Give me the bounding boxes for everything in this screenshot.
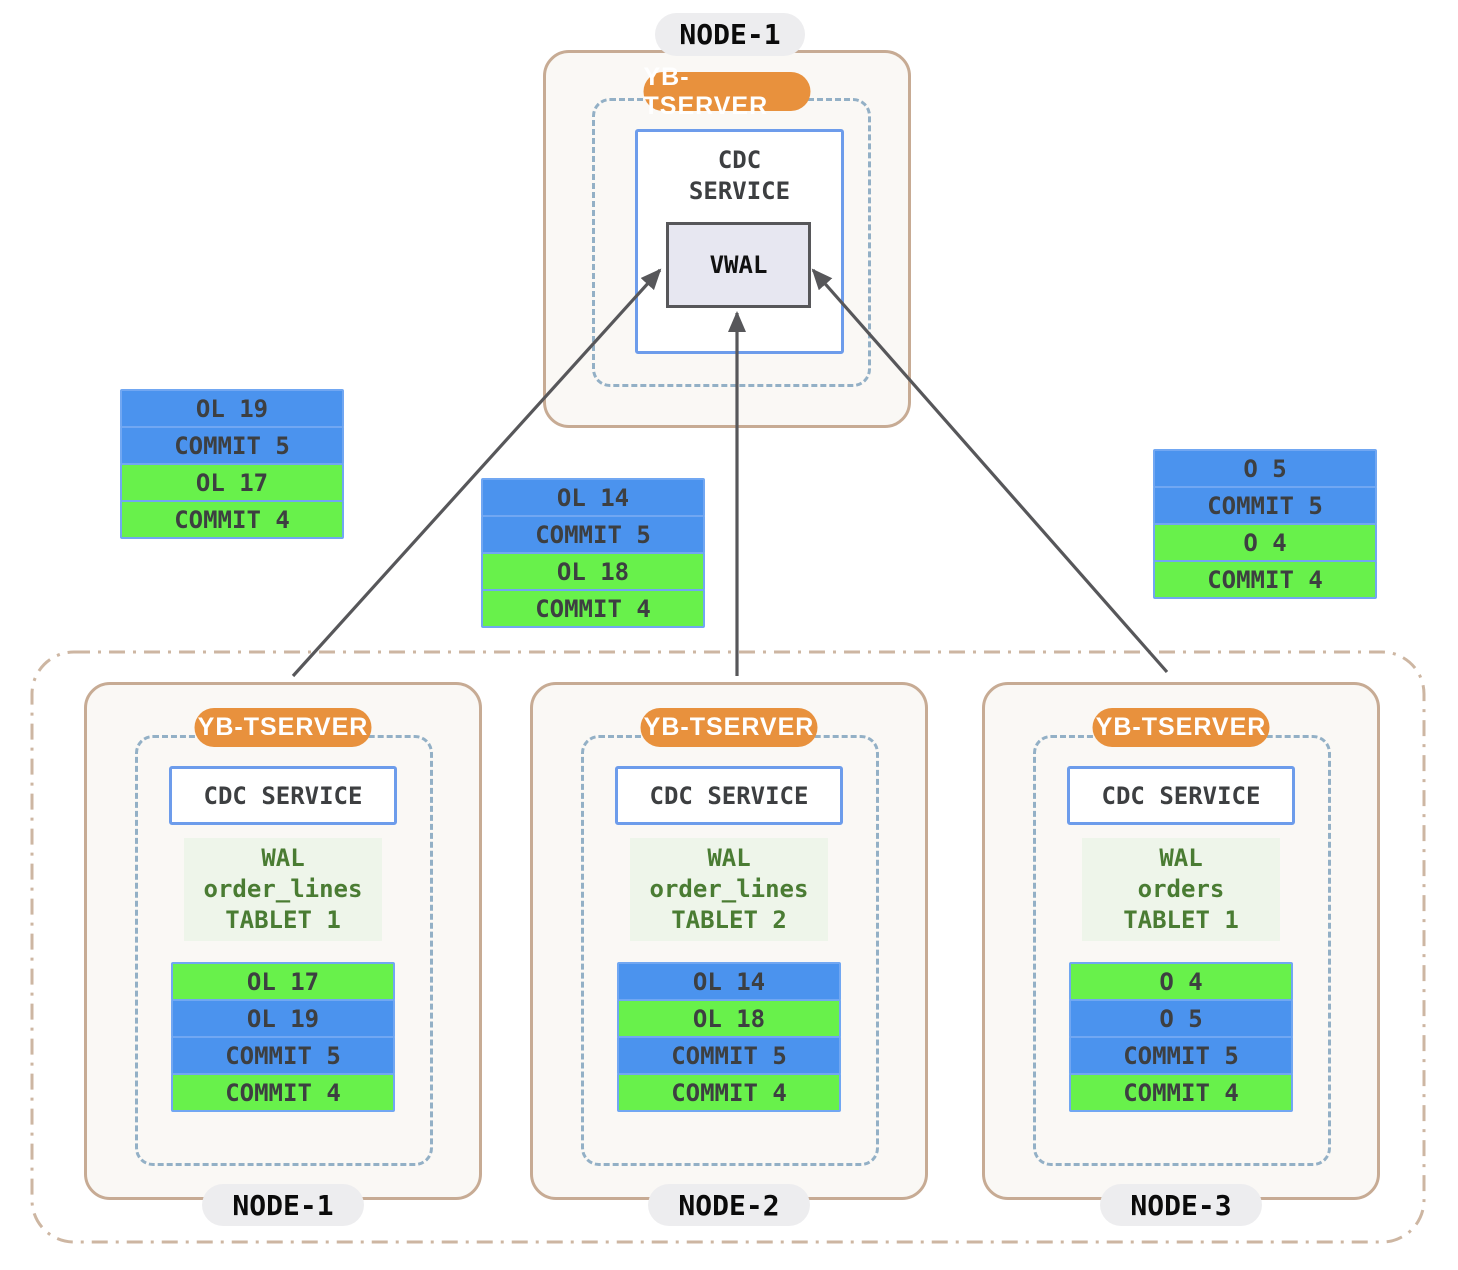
floating-stack-middle: OL 14 COMMIT 5 OL 18 COMMIT 4 xyxy=(481,478,705,628)
record-row: COMMIT 4 xyxy=(171,1073,395,1112)
node3-yb-tserver-badge: YB-TSERVER xyxy=(1092,708,1270,747)
wal-line: order_lines xyxy=(649,875,809,903)
record-row: COMMIT 5 xyxy=(1153,486,1377,525)
cdc-label-line2: SERVICE xyxy=(688,177,791,205)
record-row: OL 17 xyxy=(171,962,395,1001)
node1-wal-tablet-box: WAL order_lines TABLET 1 xyxy=(184,838,382,941)
floating-stack-left: OL 19 COMMIT 5 OL 17 COMMIT 4 xyxy=(120,389,344,539)
node1-cdc-service-box: CDC SERVICE xyxy=(169,766,397,825)
wal-line: order_lines xyxy=(203,875,363,903)
node2-cdc-service-box: CDC SERVICE xyxy=(615,766,843,825)
node3-label: NODE-3 xyxy=(1100,1184,1262,1226)
record-row: OL 18 xyxy=(617,999,841,1038)
record-row: O 4 xyxy=(1153,523,1377,562)
record-row: OL 19 xyxy=(120,389,344,428)
node3-wal-tablet-box: WAL orders TABLET 1 xyxy=(1082,838,1280,941)
record-row: COMMIT 5 xyxy=(1069,1036,1293,1075)
cluster-node-3-box: YB-TSERVER CDC SERVICE WAL orders TABLET… xyxy=(982,682,1380,1226)
top-node-label: NODE-1 xyxy=(655,13,805,56)
node1-record-stack: OL 17 OL 19 COMMIT 5 COMMIT 4 xyxy=(171,962,395,1112)
wal-line: WAL xyxy=(707,844,751,872)
record-row: COMMIT 5 xyxy=(481,515,705,554)
record-row: O 5 xyxy=(1069,999,1293,1038)
record-row: O 5 xyxy=(1153,449,1377,488)
record-row: OL 18 xyxy=(481,552,705,591)
node2-yb-tserver-badge: YB-TSERVER xyxy=(640,708,818,747)
wal-line: WAL xyxy=(261,844,305,872)
top-cdc-service-box: CDC SERVICE VWAL xyxy=(635,129,844,354)
record-row: COMMIT 4 xyxy=(617,1073,841,1112)
record-row: OL 17 xyxy=(120,463,344,502)
record-row: O 4 xyxy=(1069,962,1293,1001)
node3-record-stack: O 4 O 5 COMMIT 5 COMMIT 4 xyxy=(1069,962,1293,1112)
vwal-box: VWAL xyxy=(666,222,811,308)
node2-wal-tablet-box: WAL order_lines TABLET 2 xyxy=(630,838,828,941)
record-row: COMMIT 4 xyxy=(1153,560,1377,599)
top-node-box: YB-TSERVER CDC SERVICE VWAL xyxy=(543,50,911,428)
record-row: OL 19 xyxy=(171,999,395,1038)
wal-line: orders xyxy=(1137,875,1225,903)
floating-stack-right: O 5 COMMIT 5 O 4 COMMIT 4 xyxy=(1153,449,1377,599)
node2-label: NODE-2 xyxy=(648,1184,810,1226)
node1-label: NODE-1 xyxy=(202,1184,364,1226)
node2-record-stack: OL 14 OL 18 COMMIT 5 COMMIT 4 xyxy=(617,962,841,1112)
record-row: COMMIT 4 xyxy=(1069,1073,1293,1112)
wal-line: TABLET 1 xyxy=(1123,906,1239,934)
record-row: COMMIT 5 xyxy=(171,1036,395,1075)
record-row: OL 14 xyxy=(617,962,841,1001)
node1-yb-tserver-badge: YB-TSERVER xyxy=(194,708,372,747)
cluster-node-2-box: YB-TSERVER CDC SERVICE WAL order_lines T… xyxy=(530,682,928,1226)
wal-line: TABLET 1 xyxy=(225,906,341,934)
wal-line: TABLET 2 xyxy=(671,906,787,934)
wal-line: WAL xyxy=(1159,844,1203,872)
record-row: COMMIT 4 xyxy=(481,589,705,628)
cluster-node-1-box: YB-TSERVER CDC SERVICE WAL order_lines T… xyxy=(84,682,482,1226)
record-row: COMMIT 5 xyxy=(120,426,344,465)
node3-cdc-service-box: CDC SERVICE xyxy=(1067,766,1295,825)
record-row: OL 14 xyxy=(481,478,705,517)
cdc-label-line1: CDC xyxy=(717,146,762,174)
record-row: COMMIT 4 xyxy=(120,500,344,539)
top-yb-tserver-badge: YB-TSERVER xyxy=(643,63,811,120)
record-row: COMMIT 5 xyxy=(617,1036,841,1075)
